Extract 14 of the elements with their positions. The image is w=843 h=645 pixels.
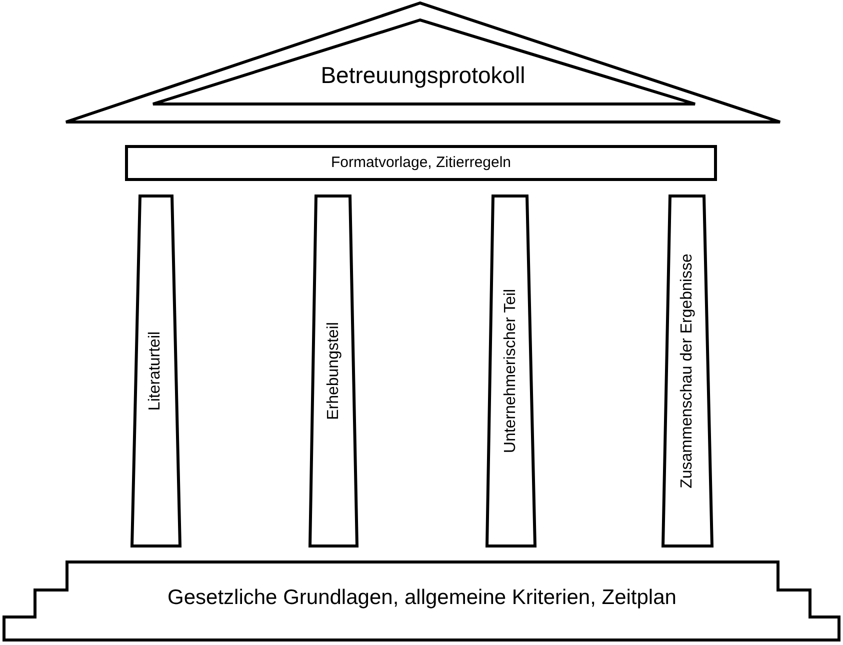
pediment-roof	[63, 0, 783, 126]
column-pillar	[308, 194, 360, 548]
column-label: Erhebungsteil	[324, 322, 343, 420]
column-label: Literaturteil	[146, 331, 165, 411]
base-label: Gesetzliche Grundlagen, allgemeine Kriterien, Zeitplan	[168, 585, 676, 611]
stepped-base	[2, 560, 842, 642]
column-pillar	[661, 194, 714, 548]
column-pillar	[485, 194, 537, 548]
column-pillar	[130, 194, 182, 548]
column-label: Unternehmerischer Teil	[501, 288, 520, 454]
entablature-bar	[125, 145, 717, 181]
bar-label: Formatvorlage, Zitierregeln	[330, 152, 512, 173]
roof-label: Betreuungsprotokoll	[320, 61, 526, 90]
column-label: Zusammenschau der Ergebnisse	[678, 254, 696, 488]
